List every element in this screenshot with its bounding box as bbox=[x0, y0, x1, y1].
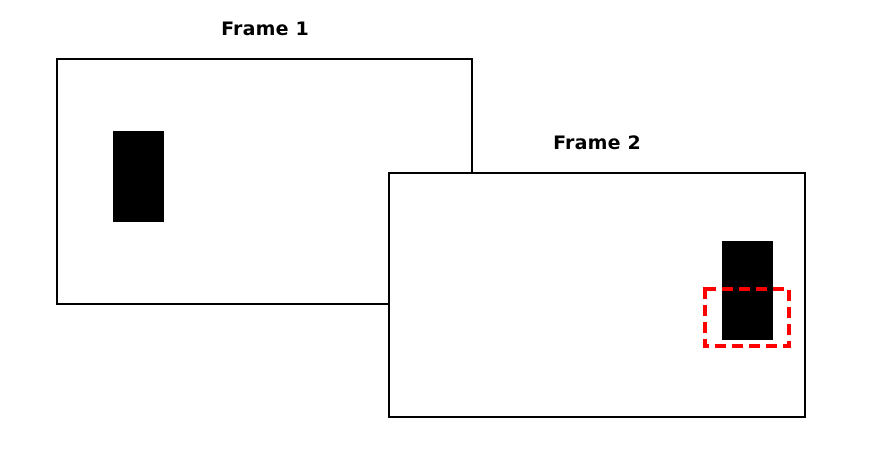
frame-2-title: Frame 2 bbox=[553, 132, 641, 154]
dashed-highlight-icon bbox=[703, 287, 791, 348]
frame-1-title: Frame 1 bbox=[221, 18, 309, 40]
frame-1-object bbox=[113, 131, 164, 222]
frame-2-region-of-interest bbox=[703, 287, 791, 348]
